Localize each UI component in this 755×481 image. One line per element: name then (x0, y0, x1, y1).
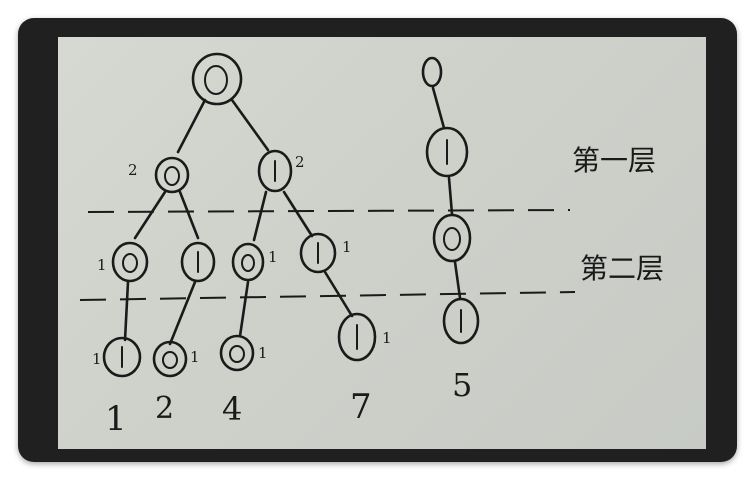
paper-background (58, 37, 706, 449)
leaf-label-5: 5 (452, 366, 472, 404)
leaf-label-2: 2 (155, 391, 174, 426)
weight-l1-right: 2 (295, 153, 305, 171)
node-right-2 (432, 213, 472, 263)
weight-l3-b: 1 (190, 348, 200, 366)
node-l1-right (257, 149, 293, 193)
leaf-labels: 1 2 4 7 5 (105, 366, 472, 439)
leaf-label-4: 4 (222, 390, 242, 428)
left-tree-edges (123, 98, 354, 346)
node-l3-c (219, 334, 255, 372)
node-l2-b (180, 241, 216, 283)
node-l3-d (337, 312, 377, 362)
leaf-label-7: 7 (350, 387, 372, 427)
weight-l3-d: 1 (382, 329, 392, 347)
node-root (191, 52, 243, 106)
layer-divider-1 (87, 209, 571, 213)
node-l2-c (231, 242, 265, 282)
weight-l2-c: 1 (268, 248, 278, 266)
node-l3-b (152, 340, 188, 378)
node-right-top (421, 56, 443, 88)
weight-l3-c: 1 (258, 344, 268, 362)
weight-l3-a: 1 (92, 350, 102, 368)
node-right-3 (442, 297, 480, 345)
layer-divider-2 (79, 291, 576, 301)
layer-label-first: 第一层 (572, 144, 656, 177)
weight-l2-d: 1 (342, 238, 352, 256)
leaf-label-1: 1 (105, 399, 127, 439)
node-l1-left (154, 156, 190, 194)
right-chain-edges (431, 86, 462, 300)
weight-l1-left: 2 (128, 161, 138, 179)
weight-l2-a: 1 (97, 256, 107, 274)
node-l2-a (111, 241, 149, 283)
node-l3-a (102, 336, 142, 378)
node-l2-d (299, 232, 337, 274)
node-right-1 (425, 126, 469, 178)
layer-label-second: 第二层 (580, 252, 664, 285)
